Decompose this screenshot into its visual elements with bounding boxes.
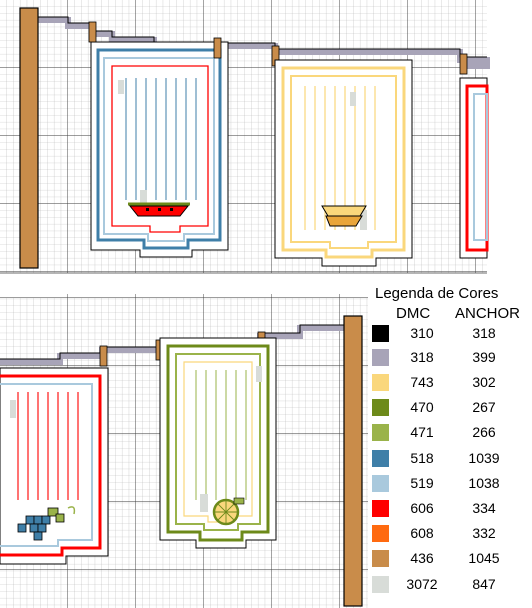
color-swatch [372, 550, 389, 567]
anchor-code: 1038 [468, 475, 500, 491]
top-pattern-panel [0, 0, 490, 274]
dmc-code: 470 [410, 399, 434, 415]
legend-row: 608 332 [372, 523, 532, 545]
color-swatch [372, 325, 389, 342]
legend-column-anchor: ANCHOR [455, 305, 521, 322]
legend-row: 436 1045 [372, 548, 532, 570]
legend-row: 470 267 [372, 397, 532, 419]
legend-row: 3072 847 [372, 574, 532, 596]
legend-row: 519 1038 [372, 473, 532, 495]
anchor-code: 847 [472, 576, 496, 592]
color-swatch [372, 424, 389, 441]
color-swatch [372, 576, 389, 593]
dmc-code: 608 [410, 525, 434, 541]
anchor-code: 399 [472, 349, 496, 365]
dmc-code: 3072 [406, 576, 438, 592]
towel-lemon-slice [274, 59, 413, 267]
dmc-code: 310 [410, 325, 434, 341]
anchor-code: 1039 [468, 450, 500, 466]
anchor-code: 332 [472, 525, 496, 541]
legend-row: 518 1039 [372, 448, 532, 470]
towel-lime [159, 337, 277, 549]
towel-watermelon [90, 41, 229, 258]
towel-partial [459, 77, 489, 259]
dmc-code: 519 [410, 475, 434, 491]
dmc-code: 743 [410, 374, 434, 390]
color-swatch [372, 374, 389, 391]
bottom-pattern-panel [0, 294, 368, 608]
legend-row: 318 399 [372, 347, 532, 369]
legend-row: 310 318 [372, 323, 532, 345]
dmc-code: 471 [410, 424, 434, 440]
color-swatch [372, 349, 389, 366]
anchor-code: 267 [472, 399, 496, 415]
legend-row: 743 302 [372, 372, 532, 394]
anchor-code: 1045 [468, 550, 500, 566]
color-swatch [372, 450, 389, 467]
color-swatch [372, 475, 389, 492]
towel-grapes [0, 367, 109, 565]
legend-row: 471 266 [372, 422, 532, 444]
color-swatch [372, 500, 389, 517]
anchor-code: 334 [472, 500, 496, 516]
legend-title: Legenda de Cores [375, 285, 499, 302]
dmc-code: 606 [410, 500, 434, 516]
anchor-code: 302 [472, 374, 496, 390]
anchor-code: 318 [472, 325, 496, 341]
legend-column-dmc: DMC [396, 305, 431, 322]
legend-row: 606 334 [372, 498, 532, 520]
dmc-code: 518 [410, 450, 434, 466]
color-swatch [372, 525, 389, 542]
dmc-code: 436 [410, 550, 434, 566]
dmc-code: 318 [410, 349, 434, 365]
anchor-code: 266 [472, 424, 496, 440]
color-swatch [372, 399, 389, 416]
